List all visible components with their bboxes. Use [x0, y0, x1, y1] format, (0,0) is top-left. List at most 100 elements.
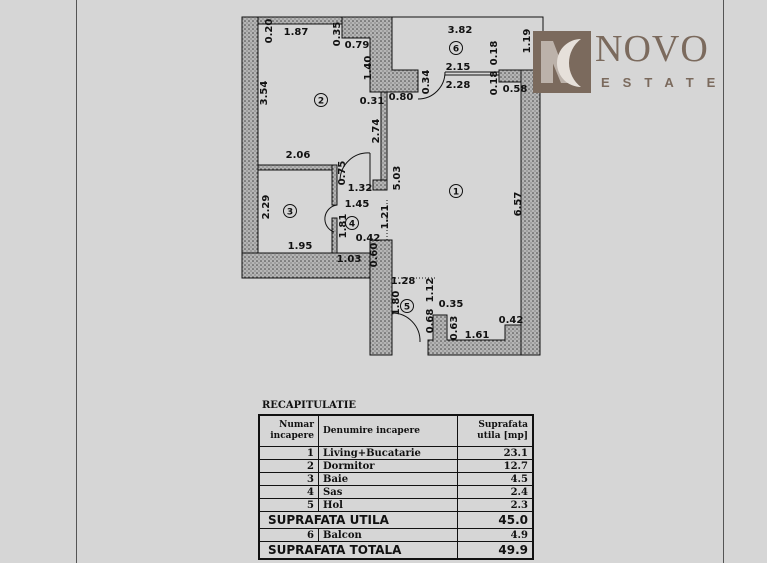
- dimension-label: 1.81: [338, 214, 349, 239]
- dimension-label: 0.20: [264, 19, 275, 44]
- room-number-circle: [283, 204, 297, 218]
- dimension-label: 2.28: [446, 80, 471, 91]
- logo-word: NOVO: [595, 28, 709, 70]
- room-number-label: 4: [349, 220, 355, 230]
- room-number: 2: [258, 459, 319, 473]
- table-row: 6 Balcon 4.9: [258, 528, 534, 542]
- room-number: 6: [258, 528, 319, 542]
- wall-bath-top: [257, 164, 335, 171]
- dimension-label: 0.68: [425, 309, 436, 334]
- dimension-label: 1.19: [522, 29, 533, 54]
- wall-bath-right: [331, 164, 338, 206]
- total-area-row: SUPRAFATA TOTALA 49.9: [258, 541, 534, 560]
- dimension-label: 1.61: [465, 330, 490, 341]
- room-number: 1: [258, 446, 319, 460]
- dimension-label: 1.87: [284, 27, 309, 38]
- dimension-label: 1.95: [288, 241, 313, 252]
- door-hall: [391, 312, 421, 343]
- wall-left: [241, 16, 259, 268]
- room-name: Baie: [318, 472, 458, 486]
- room-number: 3: [258, 472, 319, 486]
- room-number-circle: [449, 184, 463, 198]
- dimension-label: 0.42: [499, 315, 524, 326]
- dimension-label: 0.63: [449, 316, 460, 341]
- room-name: Dormitor: [318, 459, 458, 473]
- room-name: Sas: [318, 485, 458, 499]
- dimension-label: 0.34: [421, 70, 432, 95]
- wall-bottom: [241, 252, 383, 279]
- dimension-label: 1.12: [425, 278, 436, 303]
- dimension-label: 3.82: [448, 25, 473, 36]
- dimension-label: 1.32: [348, 183, 373, 194]
- door-balcony: [417, 71, 446, 100]
- room-number-circle: [449, 41, 463, 55]
- dimension-label: 0.79: [345, 40, 370, 51]
- sheet-border-left: [76, 0, 77, 563]
- dimension-label: 0.18: [489, 41, 500, 66]
- total-area-label: SUPRAFATA TOTALA: [258, 541, 458, 560]
- room-number: 4: [258, 485, 319, 499]
- dimension-label: 2.15: [446, 62, 471, 73]
- room-number-circle: [345, 216, 359, 230]
- room-area: 12.7: [457, 459, 534, 473]
- dimension-label: 1.80: [391, 291, 402, 316]
- door-bedroom: [339, 152, 371, 190]
- dimension-label: 0.75: [337, 161, 348, 186]
- util-area-row: SUPRAFATA UTILA 45.0: [258, 511, 534, 529]
- room-number-circle: [400, 299, 414, 313]
- recap-title: RECAPITULATIE: [262, 400, 356, 411]
- room-number-label: 5: [404, 303, 410, 313]
- total-area-value: 49.9: [457, 541, 534, 560]
- area-summary-table: Numar incapere Denumire incapere Suprafa…: [258, 414, 534, 560]
- dimension-label: 2.29: [261, 195, 272, 220]
- dimension-label: 2.06: [286, 150, 311, 161]
- util-area-value: 45.0: [457, 511, 534, 529]
- room-area: 4.5: [457, 472, 534, 486]
- wall-bath-right-lower: [331, 217, 338, 254]
- wall-right: [520, 69, 541, 356]
- dimension-label: 5.03: [392, 166, 403, 191]
- room-number-label: 6: [453, 45, 459, 55]
- dimension-label: 1.21: [380, 205, 391, 230]
- dimension-label: 0.58: [503, 84, 528, 95]
- logo-subtitle: ESTATE: [601, 75, 729, 90]
- dimension-label: 0.60: [369, 243, 380, 268]
- wall-living-bottom: [427, 314, 522, 356]
- room-name: Living+Bucatarie: [318, 446, 458, 460]
- wall-column: [341, 16, 419, 93]
- room-number-label: 1: [453, 188, 459, 198]
- wall-right-top: [498, 69, 522, 83]
- header-area: Suprafata utila [mp]: [457, 414, 534, 447]
- dimension-label: 6.57: [513, 192, 524, 217]
- dimension-label: 0.18: [489, 71, 500, 96]
- room-number: 5: [258, 498, 319, 512]
- dimension-label: 0.42: [356, 233, 381, 244]
- room-area: 4.9: [457, 528, 534, 542]
- logo-mark: [533, 31, 591, 93]
- room-area: 2.4: [457, 485, 534, 499]
- dimension-label: 0.31: [360, 96, 385, 107]
- dimension-label: 1.03: [337, 254, 362, 265]
- header-room-number: Numar incapere: [258, 414, 319, 447]
- room-name: Balcon: [318, 528, 458, 542]
- dimension-label: 1.40: [363, 56, 374, 81]
- room-area: 23.1: [457, 446, 534, 460]
- dimension-label: 0.35: [332, 22, 343, 47]
- room-area: 2.3: [457, 498, 534, 512]
- dimension-label: 0.80: [389, 92, 414, 103]
- room-name: Hol: [318, 498, 458, 512]
- dimension-label: 0.35: [439, 299, 464, 310]
- header-room-name: Denumire incapere: [318, 414, 458, 447]
- dimension-label: 2.74: [371, 119, 382, 144]
- dimension-label: 3.54: [259, 81, 270, 106]
- util-area-label: SUPRAFATA UTILA: [258, 511, 458, 529]
- sheet-border-right: [723, 0, 724, 563]
- novo-estate-logo: NOVO ESTATE: [533, 28, 748, 95]
- dimension-label: 1.28: [391, 276, 416, 287]
- dimension-label: 1.45: [345, 199, 370, 210]
- room-number-label: 3: [287, 208, 293, 218]
